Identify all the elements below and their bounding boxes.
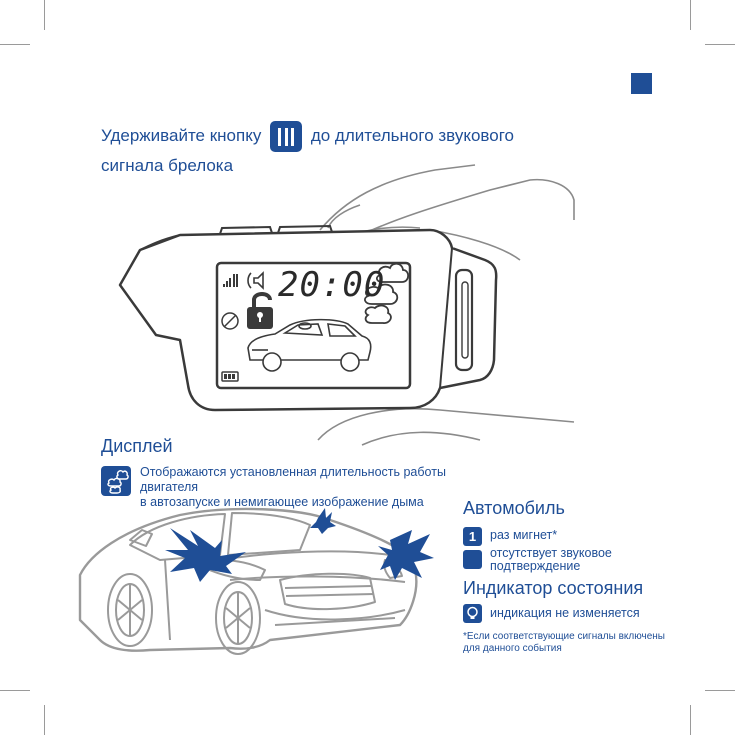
crop-mark xyxy=(690,705,691,735)
car-section-title: Автомобиль xyxy=(463,498,565,518)
lock-icon xyxy=(247,292,273,329)
battery-icon xyxy=(221,371,239,382)
flash-burst xyxy=(165,508,434,582)
crop-mark xyxy=(44,0,45,30)
blink-count-badge: 1 xyxy=(463,527,482,546)
crop-mark xyxy=(705,44,735,45)
footnote-line2: для данного события xyxy=(463,643,562,654)
instruction-line2: сигнала брелока xyxy=(101,156,234,175)
remote-illustration xyxy=(118,164,575,446)
page-marker xyxy=(631,73,652,94)
sound-icon xyxy=(247,271,264,290)
lcd-time: 20:00 xyxy=(278,265,386,305)
bulb-icon xyxy=(463,604,482,623)
sound-text-line2: подтверждение xyxy=(490,559,581,573)
display-description-line1: Отображаются установленная длительность … xyxy=(140,465,446,494)
instruction: Удерживайте кнопку до длительного звуков… xyxy=(101,121,571,179)
instruction-after: до длительного звукового xyxy=(310,125,514,145)
blink-text: раз мигнет* xyxy=(490,528,558,542)
smoke-icon xyxy=(101,466,131,496)
status-text: индикация не изменяется xyxy=(490,606,640,620)
display-description: Отображаются установленная длительность … xyxy=(140,465,500,510)
crop-mark xyxy=(0,690,30,691)
display-description-line2: в автозапуске и немигающее изображение д… xyxy=(140,495,424,509)
car-illustration xyxy=(78,507,434,655)
signal-icon xyxy=(223,274,238,287)
smoke-icon xyxy=(364,262,410,324)
instruction-before: Удерживайте кнопку xyxy=(101,125,262,145)
lcd-car-icon xyxy=(247,318,372,372)
sound-text: отсутствует звуковое подтверждение xyxy=(490,547,612,573)
crop-mark xyxy=(690,0,691,30)
button-three-bars-icon xyxy=(270,121,303,152)
footnote: *Если соответствующие сигналы включены д… xyxy=(463,631,665,655)
no-engine-icon xyxy=(221,312,239,330)
sound-text-line1: отсутствует звуковое xyxy=(490,546,612,560)
crop-mark xyxy=(0,44,30,45)
no-sound-icon xyxy=(463,550,482,569)
footnote-line1: *Если соответствующие сигналы включены xyxy=(463,631,665,642)
display-section-title: Дисплей xyxy=(101,436,173,456)
crop-mark xyxy=(705,690,735,691)
crop-mark xyxy=(44,705,45,735)
status-section-title: Индикатор состояния xyxy=(463,578,644,598)
